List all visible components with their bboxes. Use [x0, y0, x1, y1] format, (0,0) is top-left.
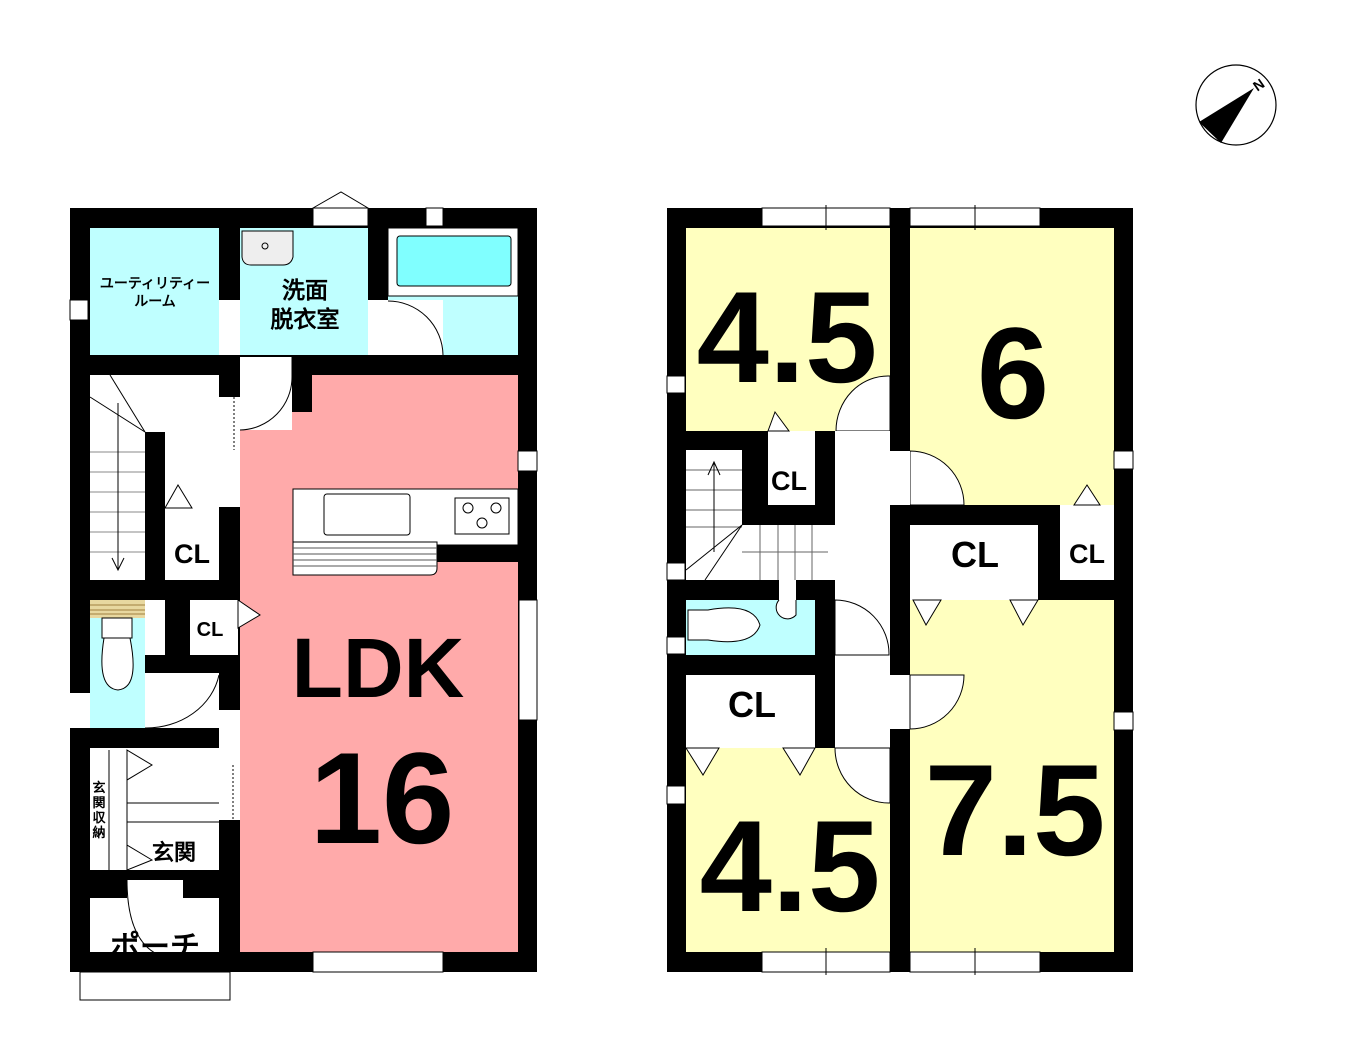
bedroom-7.5 [910, 600, 1114, 952]
utility-label-2: ルーム [134, 294, 176, 310]
room-size-label: 7.5 [925, 737, 1106, 883]
utility-room [90, 228, 219, 355]
svg-text:玄: 玄 [92, 780, 105, 796]
kitchen-counter [292, 488, 519, 576]
bedroom-6 [910, 228, 1114, 505]
ldk-label: LDK [292, 621, 465, 715]
compass-icon: N [1195, 64, 1277, 146]
closet-label: CL [951, 534, 999, 575]
washroom-label-2: 脱衣室 [271, 306, 340, 333]
room-size-label: 4.5 [697, 264, 878, 410]
room-size-label: 4.5 [700, 793, 881, 939]
closet-label: CL [197, 619, 224, 641]
svg-text:関: 関 [92, 796, 105, 811]
svg-text:収: 収 [92, 811, 106, 826]
closet-label: CL [174, 539, 210, 569]
utility-label: ユーティリティー [100, 276, 210, 292]
ldk-size: 16 [310, 725, 455, 871]
closet-label: CL [771, 466, 807, 496]
closet-label: CL [1069, 539, 1105, 569]
ldk-room [240, 375, 518, 952]
closet-label: CL [728, 684, 776, 725]
entrance-label: 玄関 [152, 840, 196, 866]
floor1-plan: CL LDK 16 [69, 191, 538, 1001]
room-size-label: 6 [977, 300, 1049, 446]
porch [90, 898, 219, 952]
entrance-hall [90, 748, 219, 870]
svg-text:納: 納 [92, 825, 105, 841]
hallway [835, 431, 890, 748]
porch-label: ポーチ [110, 930, 200, 965]
washroom-label: 洗面 [282, 278, 328, 304]
floor2-plan: 4.5 6 CL CL CL [666, 205, 1134, 975]
entrance-storage-label: 玄 関 収 納 [92, 780, 106, 841]
